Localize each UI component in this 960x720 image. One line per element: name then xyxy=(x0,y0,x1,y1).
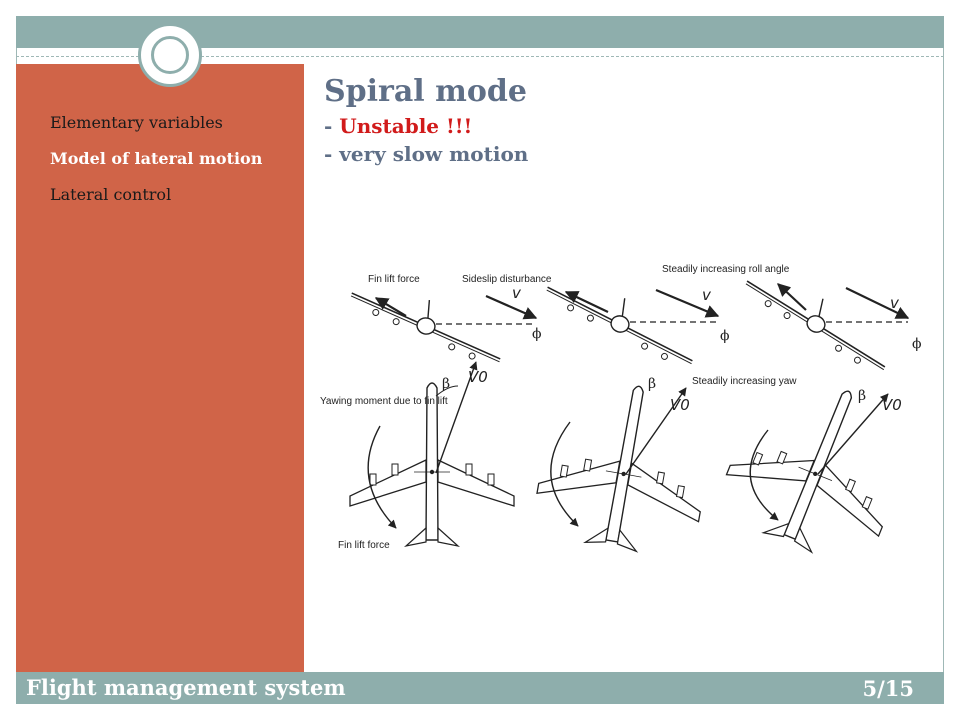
footer-band xyxy=(16,672,944,704)
emblem-inner-ring xyxy=(151,36,189,74)
footer-title: Flight management system xyxy=(26,675,346,700)
front-view-1 xyxy=(342,280,511,367)
roll-angle-header: Steadily increasing roll angle xyxy=(662,264,790,275)
phi-label-2: ϕ xyxy=(720,328,730,344)
fin-lift-force-bottom-label: Fin lift force xyxy=(338,540,390,551)
v-label-3: v xyxy=(890,294,900,312)
v0-label-3: V0 xyxy=(882,396,902,414)
sidebar-nav: Elementary variables Model of lateral mo… xyxy=(50,112,290,220)
phi-label-3: ϕ xyxy=(912,336,922,352)
yaw-header: Steadily increasing yaw xyxy=(692,376,797,387)
v-label-2: v xyxy=(702,286,712,304)
v0-label-2: V0 xyxy=(670,396,690,414)
fin-lift-force-top-label: Fin lift force xyxy=(368,274,420,285)
sidebar-item-model-of-lateral-motion[interactable]: Model of lateral motion xyxy=(50,149,263,168)
v-label-1: v xyxy=(512,284,522,302)
slide-title: Spiral mode xyxy=(324,74,527,109)
top-view-3 xyxy=(710,359,926,564)
emblem-circle-icon xyxy=(138,23,202,87)
beta-label-2: β xyxy=(648,376,656,392)
unstable-label: Unstable !!! xyxy=(339,114,473,138)
header-divider xyxy=(16,56,944,57)
v0-label-1: V0 xyxy=(468,368,488,386)
spiral-mode-figure: Fin lift force Sideslip disturbance v ϕ … xyxy=(320,264,926,564)
sidebar-panel xyxy=(16,64,304,672)
page-number: 5/15 xyxy=(862,676,914,701)
top-view-1 xyxy=(349,382,515,547)
yawing-moment-label: Yawing moment due to fin lift xyxy=(320,396,448,407)
beta-label-1: β xyxy=(442,376,450,392)
sidebar-item-elementary-variables[interactable]: Elementary variables xyxy=(50,113,223,132)
sidebar-item-lateral-control[interactable]: Lateral control xyxy=(50,185,172,204)
front-view-2 xyxy=(536,274,705,369)
bullet-unstable: - Unstable !!! xyxy=(324,114,472,138)
front-view-3 xyxy=(733,269,901,375)
beta-label-3: β xyxy=(858,388,866,404)
sideslip-label: Sideslip disturbance xyxy=(462,274,552,285)
bullet-prefix: - xyxy=(324,114,340,138)
bullet-slow-motion: - very slow motion xyxy=(324,142,529,166)
top-view-2 xyxy=(529,371,721,562)
phi-label-1: ϕ xyxy=(532,326,542,342)
